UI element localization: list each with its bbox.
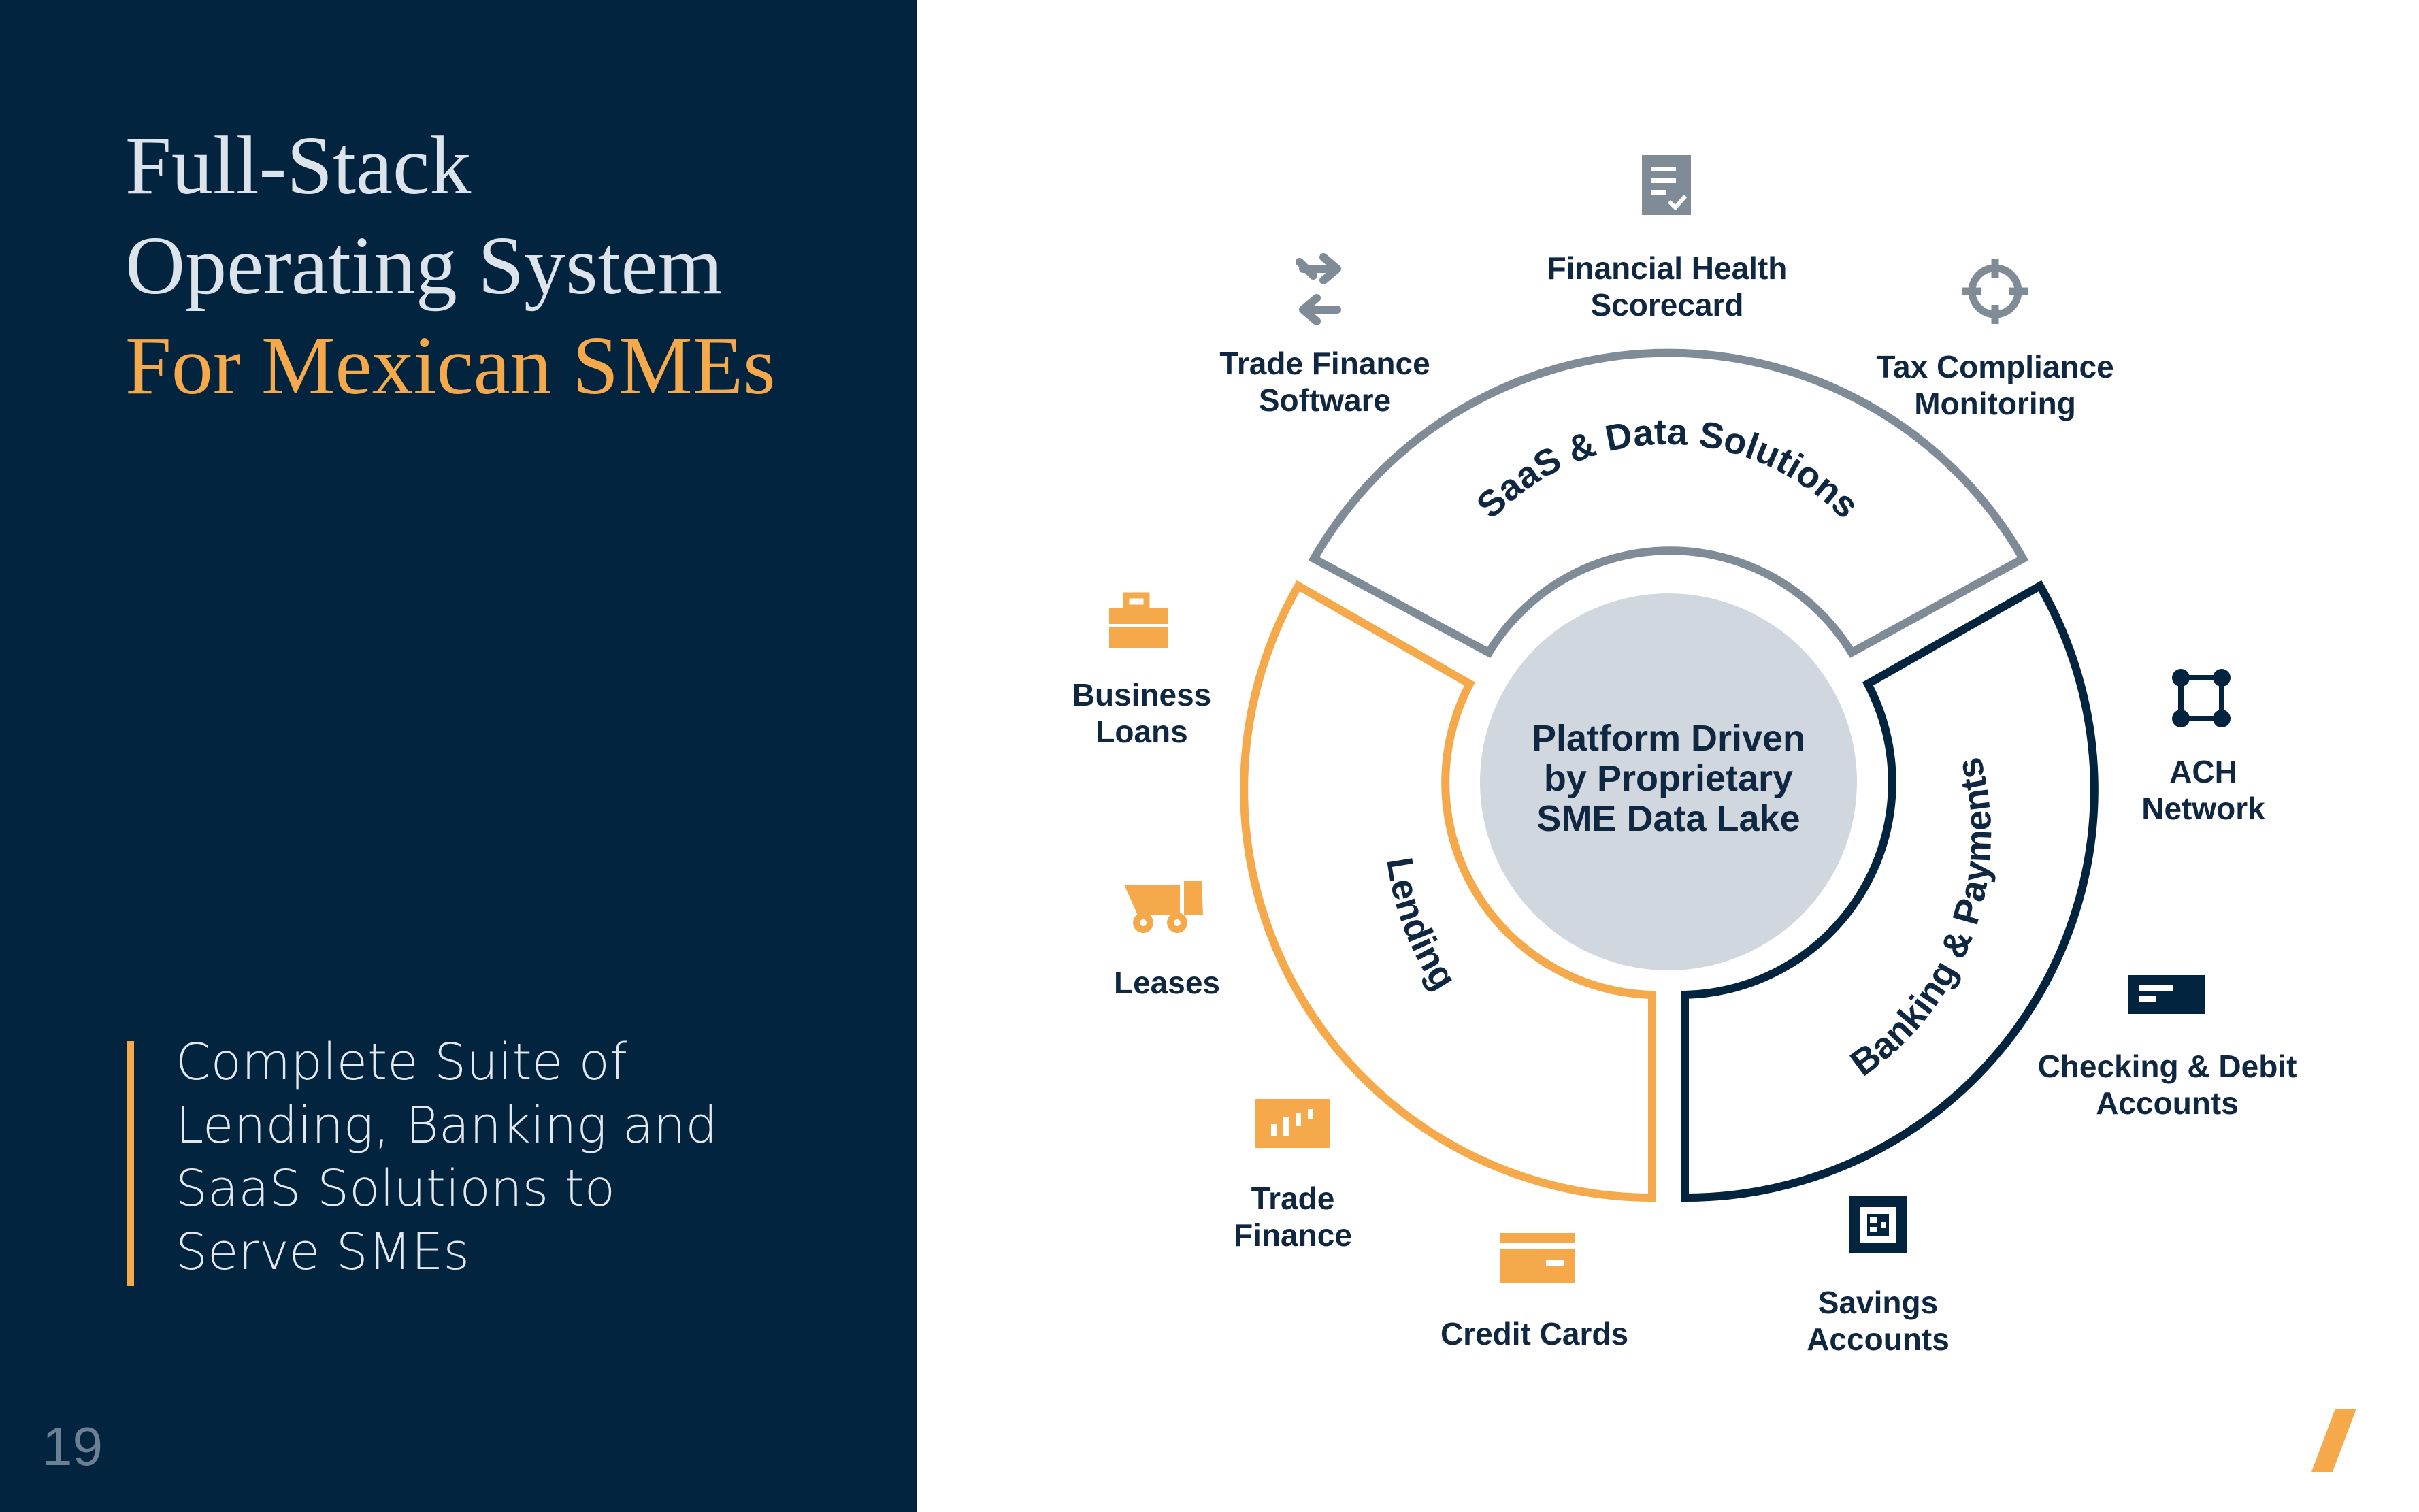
title-line-3: For Mexican SMEs (125, 320, 776, 412)
trade-finance-line-2: Finance (1234, 1217, 1352, 1253)
safe-icon (1849, 1196, 1907, 1253)
savings-line-1: Savings (1818, 1285, 1938, 1320)
lending-segment (1240, 580, 1656, 1202)
tax-compliance-item: Tax Compliance Monitoring (1876, 259, 2114, 421)
credit-cards-item: Credit Cards (1441, 1233, 1628, 1351)
leases-item: Leases (1114, 881, 1220, 1000)
savings-item: Savings Accounts (1807, 1196, 1949, 1357)
trade-finance-item: Trade Finance (1234, 1099, 1352, 1253)
ach-line-2: Network (2141, 791, 2265, 826)
tax-compliance-line-2: Monitoring (1914, 386, 2076, 421)
title-line-2: Operating System (125, 220, 723, 312)
left-panel: Full-Stack Operating System For Mexican … (0, 0, 917, 1512)
subtitle-line-3: SaaS Solutions to (176, 1160, 615, 1218)
subtitle-line-4: Serve SMEs (176, 1223, 470, 1281)
truck-icon (1124, 881, 1203, 933)
tax-compliance-line-1: Tax Compliance (1876, 349, 2113, 384)
page-number: 19 (42, 1416, 103, 1477)
ach-item: ACH Network (2141, 669, 2265, 826)
financial-health-item: Financial Health Scorecard (1547, 155, 1788, 323)
trade-finance-line-1: Trade (1251, 1181, 1335, 1216)
leases-label: Leases (1114, 965, 1220, 1000)
credit-card-icon (1500, 1233, 1575, 1283)
trade-finance-software-line-1: Trade Finance (1219, 346, 1430, 381)
trade-finance-software-line-2: Software (1259, 382, 1391, 418)
saas-segment (1308, 348, 2029, 659)
business-loans-line-1: Business (1072, 677, 1212, 712)
document-check-icon (1642, 155, 1691, 215)
center-line-2: by Proprietary (1544, 758, 1793, 799)
subtitle-line-1: Complete Suite of (176, 1033, 627, 1091)
banking-segment (1681, 580, 2099, 1202)
center-line-3: SME Data Lake (1536, 798, 1800, 839)
bar-chart-icon (1255, 1099, 1330, 1148)
debit-card-icon (2128, 975, 2205, 1014)
subtitle-line-2: Lending, Banking and (176, 1096, 718, 1155)
arrows-exchange-icon (1296, 253, 1341, 325)
checking-line-2: Accounts (2096, 1085, 2239, 1121)
slide-subtitle: Complete Suite of Lending, Banking and S… (176, 1031, 788, 1284)
financial-health-line-2: Scorecard (1590, 287, 1743, 323)
briefcase-icon (1109, 592, 1168, 648)
center-line-1: Platform Driven (1532, 718, 1805, 759)
center-circle (1480, 593, 1857, 970)
checking-item: Checking & Debit Accounts (2038, 975, 2297, 1121)
business-loans-line-2: Loans (1096, 714, 1187, 749)
subtitle-accent-bar (127, 1041, 134, 1286)
financial-health-line-1: Financial Health (1547, 250, 1788, 286)
title-line-1: Full-Stack (125, 120, 472, 212)
savings-line-2: Accounts (1807, 1321, 1949, 1357)
credit-cards-label: Credit Cards (1441, 1316, 1628, 1351)
slide-title: Full-Stack Operating System For Mexican … (125, 116, 776, 416)
checking-line-1: Checking & Debit (2038, 1049, 2297, 1084)
brand-slash-logo (2311, 1409, 2356, 1472)
ach-line-1: ACH (2169, 754, 2237, 789)
crosshair-icon (1962, 259, 2028, 324)
business-loans-item: Business Loans (1072, 592, 1212, 749)
trade-finance-software-item: Trade Finance Software (1219, 253, 1430, 418)
network-nodes-icon (2172, 669, 2231, 727)
